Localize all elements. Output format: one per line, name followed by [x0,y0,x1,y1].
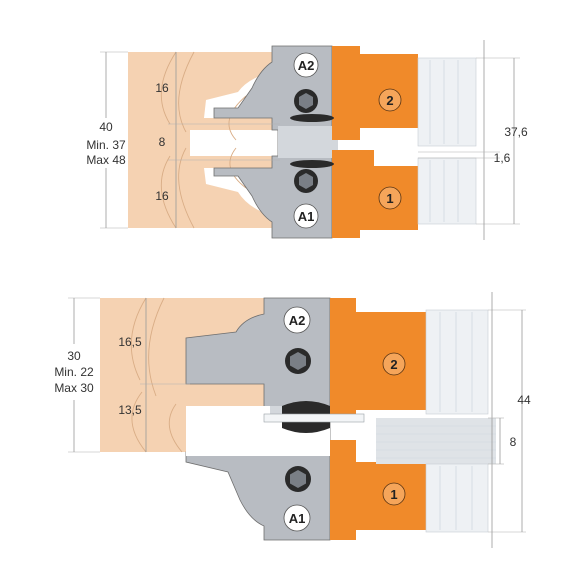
top-seg-lower: 16 [155,189,169,203]
top-height-main: 40 [99,120,113,134]
top-label-a1-circle [293,203,319,229]
bottom-cutter-1-label: 1 [390,487,397,502]
top-cutter-2-label: 2 [386,93,393,108]
hex-socket-screw-icon [285,348,311,374]
top-seg-middle: 8 [159,135,166,149]
top-seg-upper: 16 [155,81,169,95]
top-blade-lower [417,157,477,225]
hex-socket-screw-icon [294,169,318,193]
top-label-a2: A2 [298,58,315,73]
bottom-height-min: Min. 22 [54,365,94,379]
top-tool-height: 37,6 [504,125,528,139]
top-height-max: Max 48 [86,153,126,167]
bottom-spacer-stack [376,418,496,464]
top-cutter-2 [332,46,418,140]
bottom-cutter-1-circle [382,482,406,506]
top-gap: 1,6 [494,151,511,165]
hex-socket-screw-icon [285,466,311,492]
top-cutter-1 [332,150,418,238]
bottom-spacer: 8 [510,435,517,449]
bottom-assembly: A2 A1 2 1 30 Min. 22 Max 30 16,5 13,5 [54,292,531,548]
bottom-label-a1: A1 [289,511,306,526]
bottom-tool-height: 44 [517,393,531,407]
bottom-height-main: 30 [67,349,81,363]
bottom-label-a2-circle [283,306,311,334]
bottom-height-max: Max 30 [54,381,94,395]
bottom-cutter-2-circle [382,352,406,376]
top-right-dimension [418,40,520,240]
top-workpiece [128,51,272,229]
bottom-blade-lower [425,463,489,533]
top-label-a2-circle [293,52,319,78]
top-assembly: A2 A1 2 1 40 Min. 37 Max 48 16 8 16 [86,40,528,240]
top-blade-upper [417,57,477,147]
top-height-min: Min. 37 [86,138,126,152]
bottom-cutter-1 [330,440,426,540]
bottom-right-dimension [488,292,526,548]
top-left-dimension [100,51,280,229]
bottom-seg-upper: 16,5 [118,335,142,349]
bottom-seg-lower: 13,5 [118,403,142,417]
bottom-left-dimension [68,297,190,453]
spacer-washer-icon [290,114,334,168]
top-cutter-2-circle [378,88,402,112]
top-cutter-1-label: 1 [386,191,393,206]
bottom-label-a2: A2 [289,313,306,328]
top-cutter-1-circle [378,186,402,210]
top-label-a1: A1 [298,209,315,224]
bottom-blade-upper [425,309,489,415]
bottom-cutter-2-label: 2 [390,357,397,372]
bottom-label-a1-circle [283,504,311,532]
hex-socket-screw-icon [294,89,318,113]
bottom-cutter-2 [330,298,426,416]
spacer-washer-icon [263,401,365,433]
